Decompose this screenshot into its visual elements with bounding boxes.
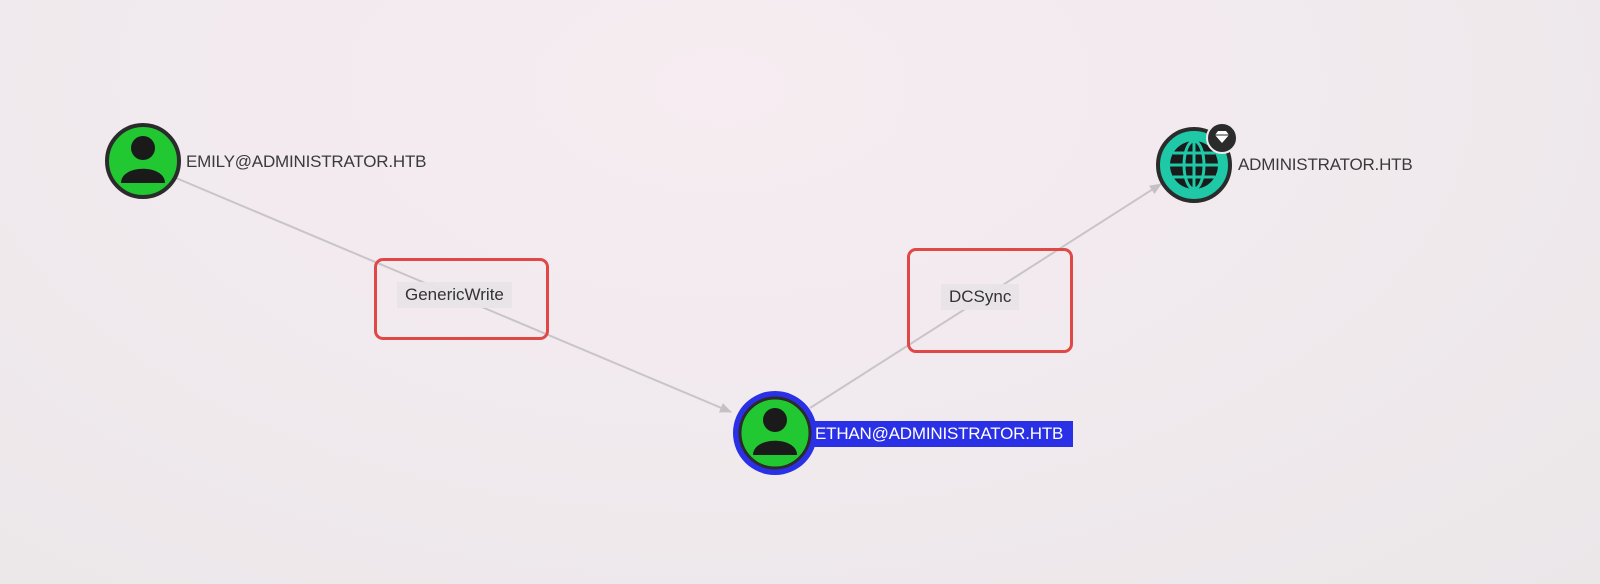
node-label-ethan[interactable]: ETHAN@ADMINISTRATOR.HTB: [813, 421, 1074, 447]
highlight-box-genericwrite: [374, 258, 549, 340]
globe-icon: [1170, 139, 1218, 191]
node-domain[interactable]: [1156, 122, 1238, 203]
gem-icon: [1206, 122, 1238, 154]
edge-label-genericwrite[interactable]: GenericWrite: [397, 282, 512, 308]
highlight-box-dcsync: [907, 248, 1073, 353]
node-label-emily[interactable]: EMILY@ADMINISTRATOR.HTB: [186, 152, 427, 171]
person-icon: [753, 408, 797, 455]
node-label-domain[interactable]: ADMINISTRATOR.HTB: [1238, 155, 1413, 174]
node-ethan[interactable]: [733, 391, 817, 475]
person-icon: [121, 136, 165, 183]
edge-label-dcsync[interactable]: DCSync: [941, 284, 1020, 310]
node-emily[interactable]: [105, 123, 181, 199]
